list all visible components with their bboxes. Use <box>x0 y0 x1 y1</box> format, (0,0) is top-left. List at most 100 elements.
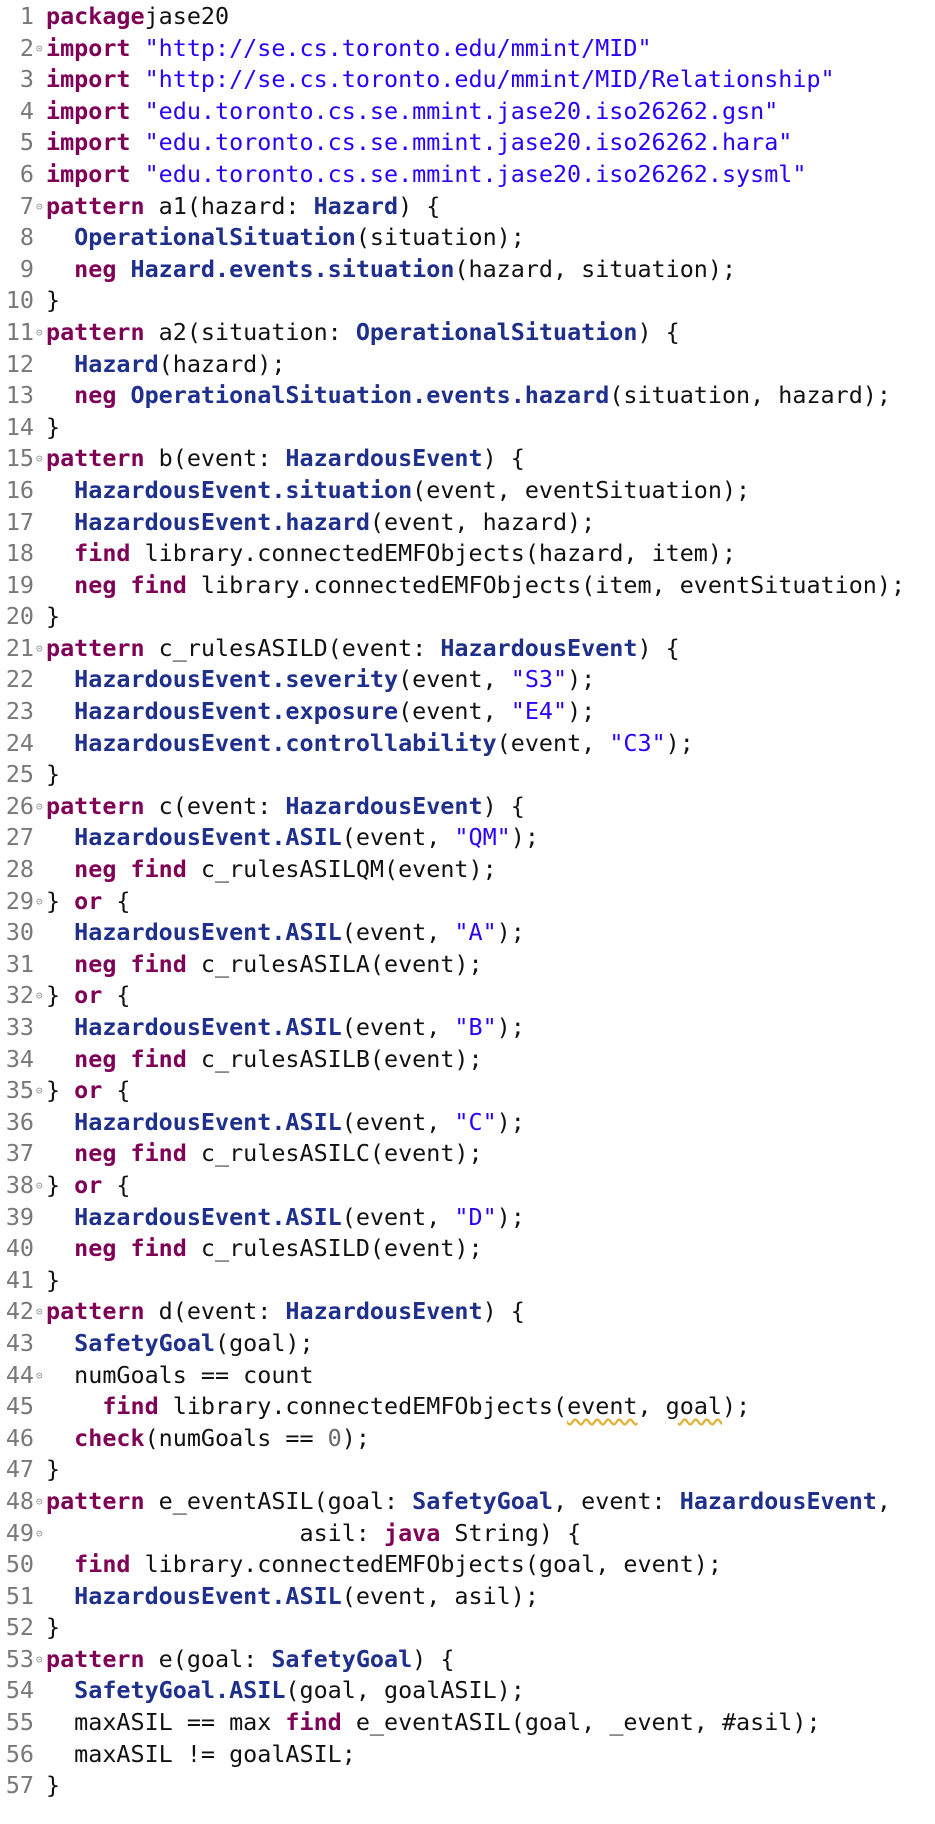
code-line[interactable]: 2⊝import "http://se.cs.toronto.edu/mmint… <box>0 33 935 65</box>
code-line[interactable]: 30 HazardousEvent.ASIL(event, "A"); <box>0 917 935 949</box>
line-gutter: 25 <box>0 759 46 791</box>
code-line[interactable]: 23 HazardousEvent.exposure(event, "E4"); <box>0 696 935 728</box>
code-text: } or { <box>46 1170 131 1202</box>
code-line[interactable]: 36 HazardousEvent.ASIL(event, "C"); <box>0 1107 935 1139</box>
code-line[interactable]: 40 neg find c_rulesASILD(event); <box>0 1233 935 1265</box>
type-token: HazardousEvent.ASIL <box>74 1013 342 1041</box>
fold-collapse-icon[interactable]: ⊝ <box>36 1526 43 1540</box>
code-token: ) { <box>398 191 441 220</box>
code-line[interactable]: 33 HazardousEvent.ASIL(event, "B"); <box>0 1012 935 1044</box>
code-line[interactable]: 28 neg find c_rulesASILQM(event); <box>0 854 935 886</box>
fold-collapse-icon[interactable]: ⊝ <box>36 1178 43 1192</box>
code-line[interactable]: 37 neg find c_rulesASILC(event); <box>0 1138 935 1170</box>
fold-collapse-icon[interactable]: ⊝ <box>36 452 43 466</box>
code-token: } <box>46 286 61 315</box>
code-token: ) { <box>482 444 525 473</box>
code-line[interactable]: 49⊝ asil: java String) { <box>0 1518 935 1550</box>
code-line[interactable]: 14} <box>0 412 935 444</box>
code-line[interactable]: 22 HazardousEvent.severity(event, "S3"); <box>0 664 935 696</box>
code-line[interactable]: 32⊝} or { <box>0 980 935 1012</box>
fold-collapse-icon[interactable]: ⊝ <box>36 41 43 55</box>
code-text: neg OperationalSituation.events.hazard(s… <box>46 380 891 412</box>
code-text: HazardousEvent.hazard(event, hazard); <box>46 507 595 539</box>
code-token: ); <box>722 1392 751 1421</box>
code-token: e_eventASIL(goal: <box>144 1486 413 1515</box>
code-line[interactable]: 53⊝pattern e(goal: SafetyGoal) { <box>0 1644 935 1676</box>
fold-collapse-icon[interactable]: ⊝ <box>36 989 43 1003</box>
code-line[interactable]: 18 find library.connectedEMFObjects(haza… <box>0 538 935 570</box>
code-line[interactable]: 35⊝} or { <box>0 1075 935 1107</box>
code-line[interactable]: 20} <box>0 601 935 633</box>
fold-collapse-icon[interactable]: ⊝ <box>36 799 43 813</box>
code-line[interactable]: 38⊝} or { <box>0 1170 935 1202</box>
code-line[interactable]: 10} <box>0 285 935 317</box>
fold-collapse-icon[interactable]: ⊝ <box>36 199 43 213</box>
code-token: library.connectedEMFObjects(item, eventS… <box>186 570 906 599</box>
string-token: "B" <box>454 1013 497 1041</box>
code-line[interactable]: 42⊝pattern d(event: HazardousEvent) { <box>0 1296 935 1328</box>
code-line[interactable]: 25} <box>0 759 935 791</box>
line-number: 42 <box>5 1297 34 1326</box>
code-text: pattern a1(hazard: Hazard) { <box>46 191 440 223</box>
fold-collapse-icon[interactable]: ⊝ <box>36 1368 43 1382</box>
code-line[interactable]: 44⊝ numGoals == count <box>0 1360 935 1392</box>
code-text: } or { <box>46 886 131 918</box>
code-line[interactable]: 13 neg OperationalSituation.events.hazar… <box>0 380 935 412</box>
code-line[interactable]: 21⊝pattern c_rulesASILD(event: Hazardous… <box>0 633 935 665</box>
code-line[interactable]: 45 find library.connectedEMFObjects(even… <box>0 1391 935 1423</box>
code-line[interactable]: 46 check(numGoals == 0); <box>0 1423 935 1455</box>
type-token: SafetyGoal <box>271 1644 413 1673</box>
code-line[interactable]: 50 find library.connectedEMFObjects(goal… <box>0 1549 935 1581</box>
code-line[interactable]: 34 neg find c_rulesASILB(event); <box>0 1044 935 1076</box>
line-gutter: 36 <box>0 1107 46 1139</box>
code-line[interactable]: 39 HazardousEvent.ASIL(event, "D"); <box>0 1202 935 1234</box>
code-line[interactable]: 9 neg Hazard.events.situation(hazard, si… <box>0 254 935 286</box>
code-line[interactable]: 51 HazardousEvent.ASIL(event, asil); <box>0 1581 935 1613</box>
code-line[interactable]: 17 HazardousEvent.hazard(event, hazard); <box>0 507 935 539</box>
code-line[interactable]: 41} <box>0 1265 935 1297</box>
line-gutter: 49⊝ <box>0 1518 46 1550</box>
fold-collapse-icon[interactable]: ⊝ <box>36 641 43 655</box>
code-line[interactable]: 52} <box>0 1612 935 1644</box>
code-line[interactable]: 29⊝} or { <box>0 886 935 918</box>
code-line[interactable]: 55 maxASIL == max find e_eventASIL(goal,… <box>0 1707 935 1739</box>
code-token: , <box>637 1392 666 1421</box>
code-line[interactable]: 11⊝pattern a2(situation: OperationalSitu… <box>0 317 935 349</box>
code-line[interactable]: 26⊝pattern c(event: HazardousEvent) { <box>0 791 935 823</box>
code-text: import "http://se.cs.toronto.edu/mmint/M… <box>46 64 835 96</box>
code-line[interactable]: 57} <box>0 1770 935 1802</box>
code-line[interactable]: 16 HazardousEvent.situation(event, event… <box>0 475 935 507</box>
code-line[interactable]: 8 OperationalSituation(situation); <box>0 222 935 254</box>
fold-collapse-icon[interactable]: ⊝ <box>36 1494 43 1508</box>
code-line[interactable]: 54 SafetyGoal.ASIL(goal, goalASIL); <box>0 1675 935 1707</box>
fold-collapse-icon[interactable]: ⊝ <box>36 1084 43 1098</box>
line-number: 54 <box>5 1676 34 1705</box>
code-line[interactable]: 48⊝pattern e_eventASIL(goal: SafetyGoal,… <box>0 1486 935 1518</box>
code-line[interactable]: 56 maxASIL != goalASIL; <box>0 1739 935 1771</box>
fold-collapse-icon[interactable]: ⊝ <box>36 1305 43 1319</box>
code-line[interactable]: 27 HazardousEvent.ASIL(event, "QM"); <box>0 822 935 854</box>
line-number: 8 <box>19 223 34 252</box>
code-line[interactable]: 15⊝pattern b(event: HazardousEvent) { <box>0 443 935 475</box>
code-line[interactable]: 43 SafetyGoal(goal); <box>0 1328 935 1360</box>
code-text: neg find c_rulesASILA(event); <box>46 949 482 981</box>
keyword-token: neg find <box>74 1139 187 1168</box>
code-line[interactable]: 12 Hazard(hazard); <box>0 349 935 381</box>
fold-collapse-icon[interactable]: ⊝ <box>36 894 43 908</box>
type-token: HazardousEvent.controllability <box>74 728 497 757</box>
code-line[interactable]: 31 neg find c_rulesASILA(event); <box>0 949 935 981</box>
keyword-token: pattern <box>46 633 145 662</box>
code-line[interactable]: 24 HazardousEvent.controllability(event,… <box>0 728 935 760</box>
code-line[interactable]: 19 neg find library.connectedEMFObjects(… <box>0 570 935 602</box>
fold-collapse-icon[interactable]: ⊝ <box>36 1652 43 1666</box>
code-line[interactable]: 47} <box>0 1454 935 1486</box>
fold-collapse-icon[interactable]: ⊝ <box>36 325 43 339</box>
code-line[interactable]: 7⊝pattern a1(hazard: Hazard) { <box>0 191 935 223</box>
code-token: } <box>46 1455 61 1484</box>
